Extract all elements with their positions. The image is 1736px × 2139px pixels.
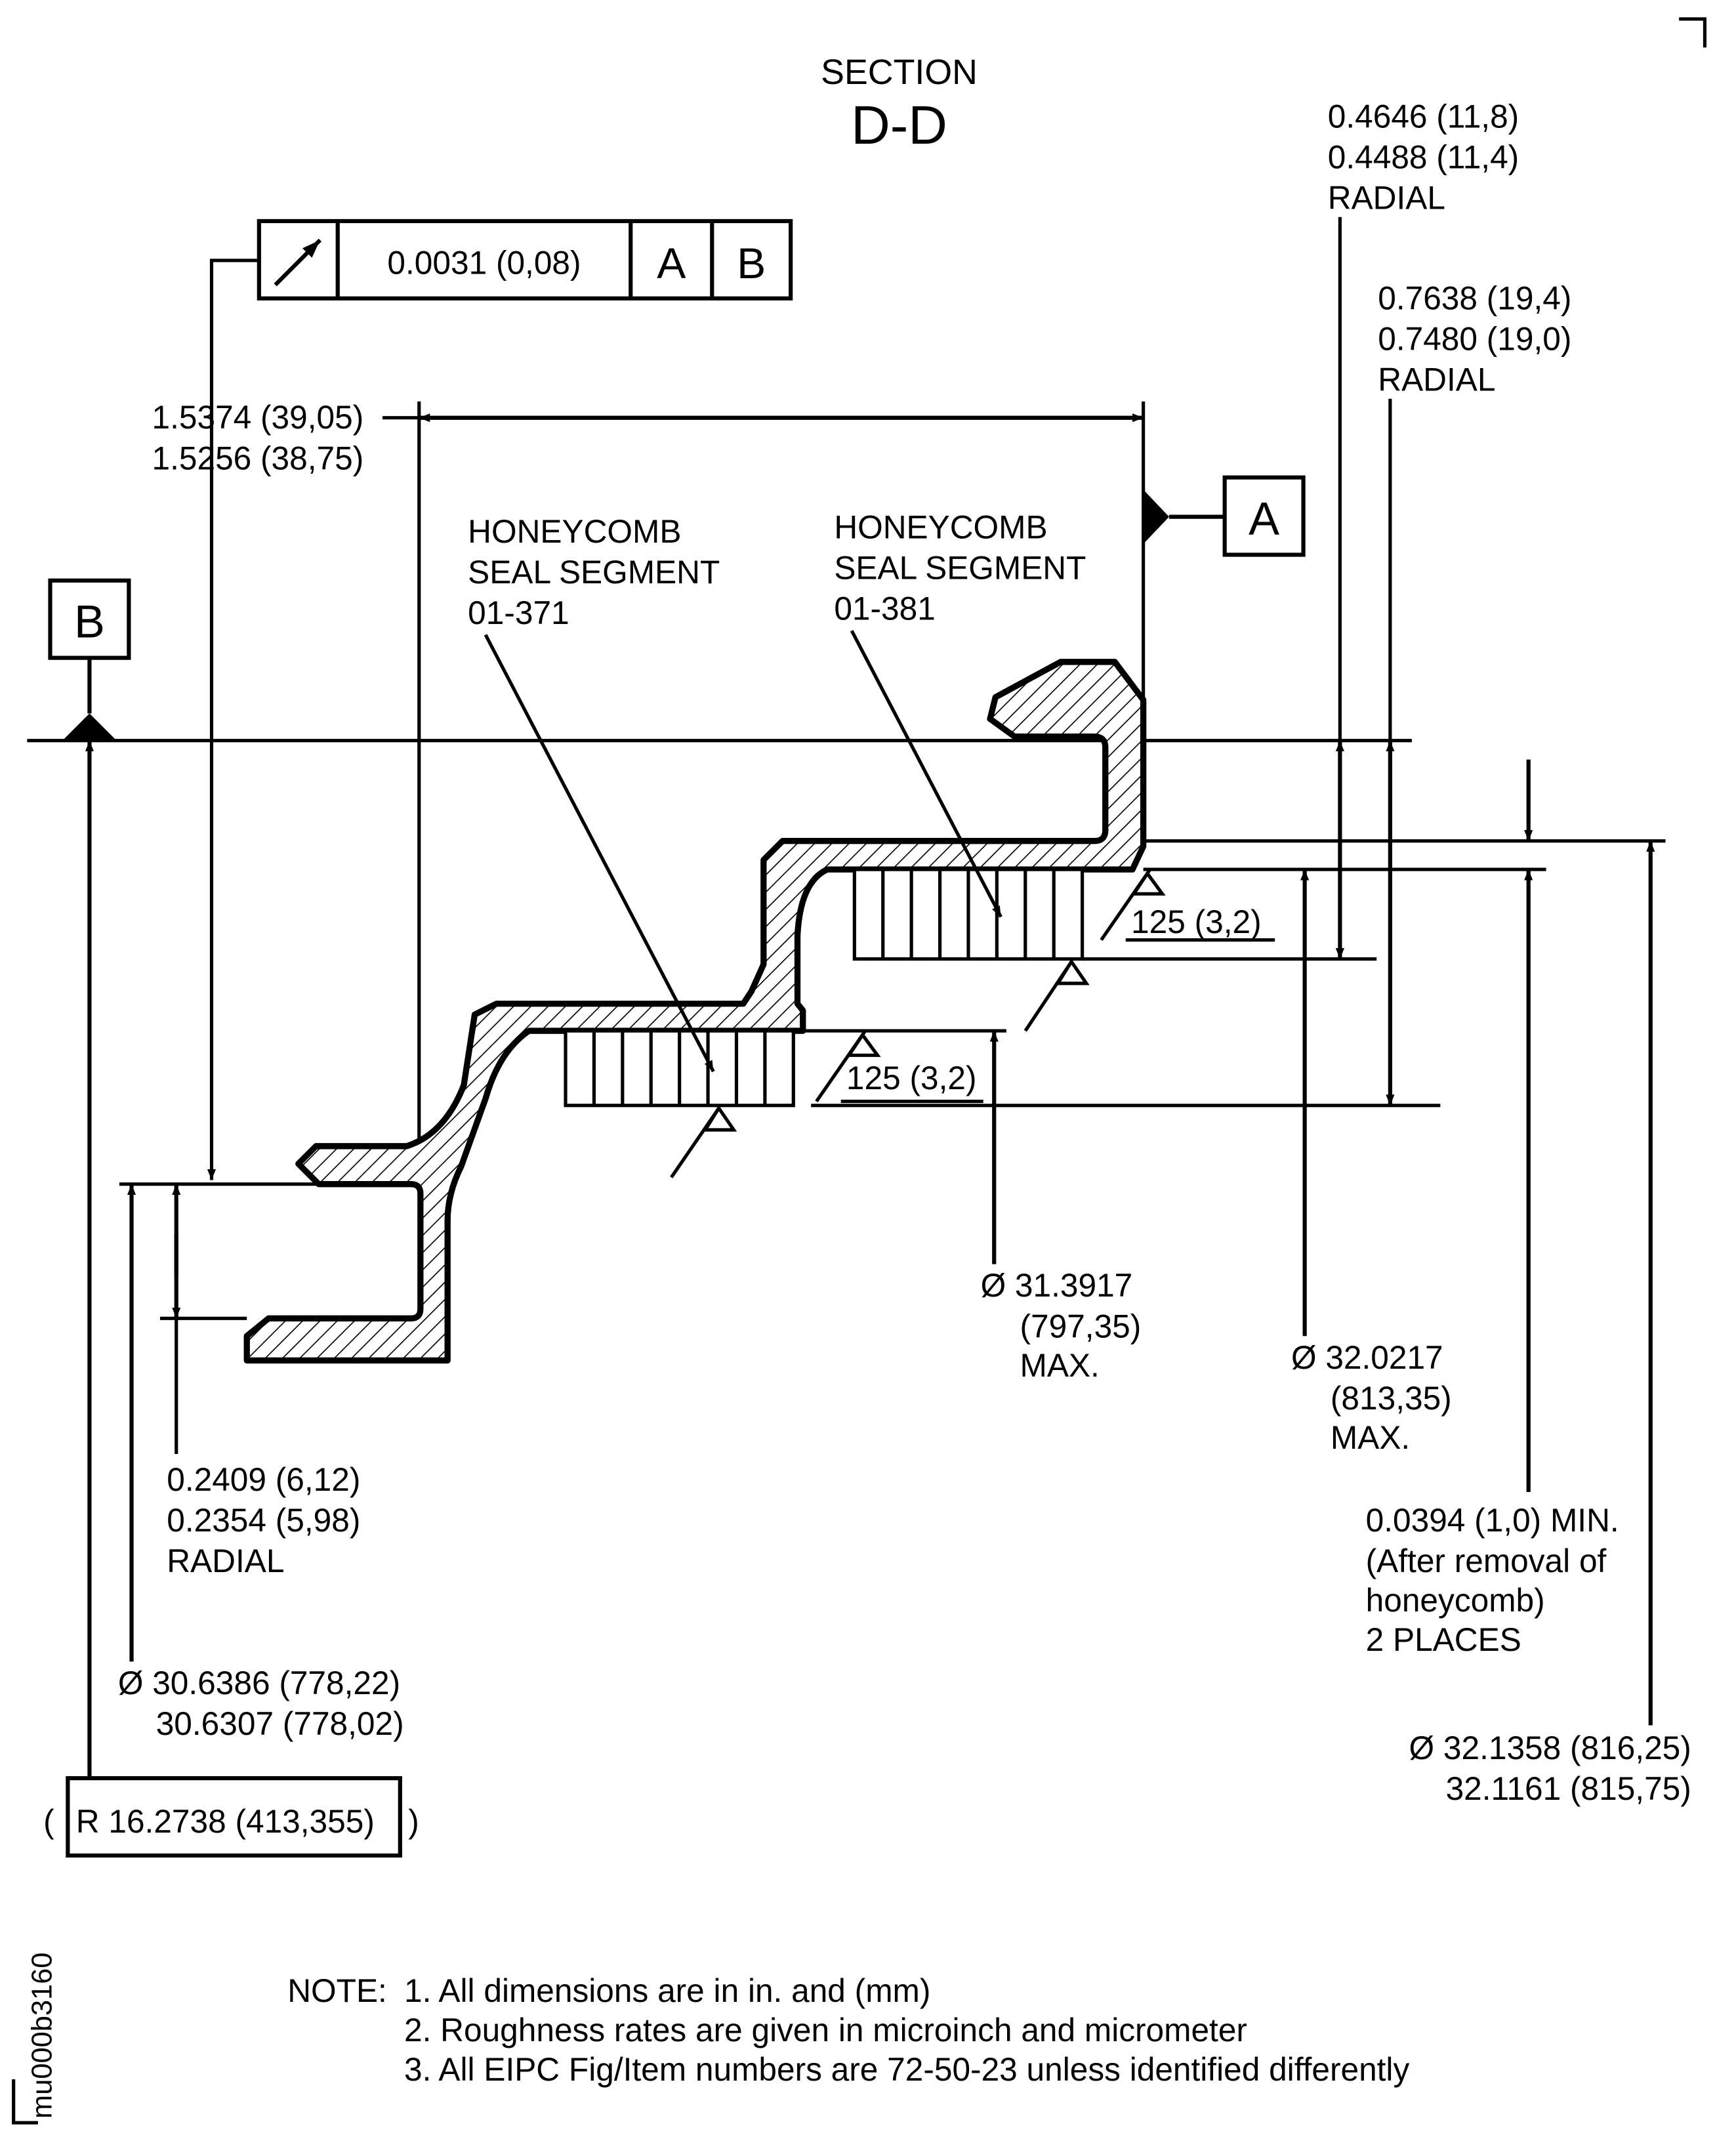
datum-b-symbol: B bbox=[48, 578, 131, 741]
frame-leader bbox=[207, 259, 259, 1180]
radial-2-line3: RADIAL bbox=[1378, 361, 1495, 398]
dia-30-line1: Ø 30.6386 (778,22) bbox=[118, 1665, 400, 1701]
note-3: 3. All EIPC Fig/Item numbers are 72-50-2… bbox=[404, 2051, 1409, 2088]
notes-block: NOTE: 1. All dimensions are in in. and (… bbox=[287, 1972, 1409, 2088]
radius-basic-box: ( R 16.2738 (413,355) ) bbox=[43, 1776, 419, 1858]
radius-close-paren: ) bbox=[408, 1803, 419, 1840]
frame-datum-a: A bbox=[657, 239, 686, 288]
notes-prefix: NOTE: bbox=[287, 1972, 387, 2009]
min-gap-line4: 2 PLACES bbox=[1366, 1621, 1521, 1658]
radial-1-line3: RADIAL bbox=[1328, 179, 1445, 216]
runout-arrow-icon bbox=[274, 238, 322, 287]
ring-cross-section bbox=[243, 659, 1147, 1364]
axial-width-line2: 1.5256 (38,75) bbox=[152, 440, 364, 476]
dia-31-line2: (797,35) bbox=[1020, 1308, 1142, 1344]
min-gap-line2: (After removal of bbox=[1366, 1543, 1607, 1579]
feature-control-frame: 0.0031 (0,08) A B bbox=[257, 218, 793, 301]
dia-31-line1: Ø 31.3917 bbox=[981, 1267, 1133, 1304]
section-name: D-D bbox=[851, 94, 947, 156]
seal-371-line1: HONEYCOMB bbox=[468, 513, 681, 550]
honeycomb-seal-01-371 bbox=[564, 1029, 795, 1108]
honeycomb-seal-01-381 bbox=[852, 867, 1085, 961]
dia-32b-line1: Ø 32.1358 (816,25) bbox=[1409, 1730, 1691, 1766]
radial-3-line2: 0.2354 (5,98) bbox=[167, 1502, 360, 1539]
seal-381-leader bbox=[850, 630, 1002, 918]
roughness-symbol-upper: 125 (3,2) bbox=[1100, 868, 1275, 942]
seal-381-line1: HONEYCOMB bbox=[834, 509, 1047, 546]
radial-3-line1: 0.2409 (6,12) bbox=[167, 1461, 360, 1498]
seal-371-line3: 01-371 bbox=[468, 594, 569, 631]
radial-1-line1: 0.4646 (11,8) bbox=[1328, 98, 1519, 135]
frame-datum-b: B bbox=[737, 239, 766, 288]
dia-32b-line2: 32.1161 (815,75) bbox=[1446, 1770, 1691, 1807]
drawing-id: mu000b3160 bbox=[27, 1953, 58, 2119]
radial-2-line2: 0.7480 (19,0) bbox=[1378, 320, 1571, 357]
roughness-symbol-lower: 125 (3,2) bbox=[815, 1029, 983, 1104]
roughness-symbol-seal-381 bbox=[1023, 958, 1090, 1032]
radius-value: R 16.2738 (413,355) bbox=[76, 1803, 375, 1840]
dia-32a-line1: Ø 32.0217 bbox=[1291, 1339, 1443, 1376]
radial-2-line1: 0.7638 (19,4) bbox=[1378, 280, 1571, 316]
dia-32a-line2: (813,35) bbox=[1331, 1380, 1452, 1417]
dia-32a-line3: MAX. bbox=[1331, 1419, 1410, 1456]
datum-b-letter: B bbox=[74, 596, 105, 648]
tolerance-value: 0.0031 (0,08) bbox=[387, 245, 581, 281]
dia-30-line2: 30.6307 (778,02) bbox=[156, 1705, 404, 1742]
datum-a-letter: A bbox=[1249, 492, 1279, 544]
dia-31-line3: MAX. bbox=[1020, 1347, 1100, 1384]
roughness-value-lower: 125 (3,2) bbox=[846, 1060, 977, 1096]
datum-a-symbol: A bbox=[1143, 475, 1306, 557]
note-1: 1. All dimensions are in in. and (mm) bbox=[404, 1972, 930, 2009]
min-gap-line1: 0.0394 (1,0) MIN. bbox=[1366, 1502, 1619, 1539]
seal-381-line2: SEAL SEGMENT bbox=[834, 550, 1086, 587]
radial-3-line3: RADIAL bbox=[167, 1543, 284, 1579]
radial-1-line2: 0.4488 (11,4) bbox=[1328, 138, 1519, 175]
radius-open-paren: ( bbox=[43, 1803, 54, 1840]
section-label: SECTION bbox=[821, 52, 978, 92]
corner-mark-top-right bbox=[1679, 17, 1707, 48]
roughness-symbol-seal-371 bbox=[670, 1105, 737, 1178]
roughness-value-upper: 125 (3,2) bbox=[1131, 903, 1262, 940]
min-gap-line3: honeycomb) bbox=[1366, 1582, 1545, 1619]
axial-width-line1: 1.5374 (39,05) bbox=[152, 399, 364, 436]
seal-371-line2: SEAL SEGMENT bbox=[468, 554, 720, 591]
seal-371-leader bbox=[484, 634, 715, 1073]
seal-381-line3: 01-381 bbox=[834, 591, 935, 627]
note-2: 2. Roughness rates are given in microinc… bbox=[404, 2012, 1247, 2048]
corner-mark-bottom-left bbox=[12, 2079, 38, 2125]
